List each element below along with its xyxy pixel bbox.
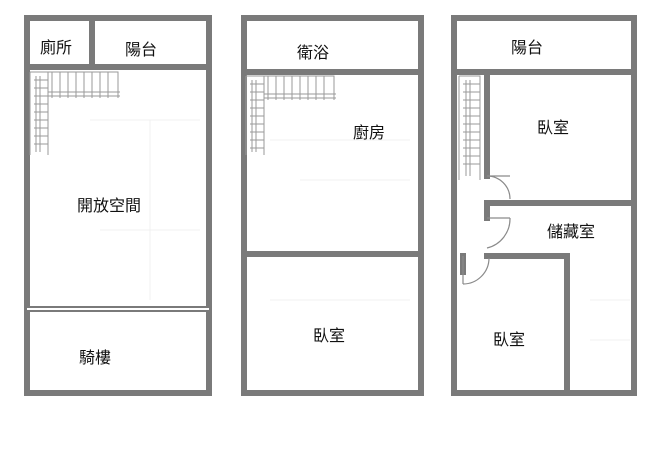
floor-2-stairs — [245, 75, 336, 155]
floor-3-stairs — [458, 75, 481, 180]
room-label-balcony-3: 陽台 — [511, 38, 543, 57]
room-label-bedroom-3a: 臥室 — [537, 118, 569, 137]
room-label-open-space: 開放空間 — [77, 196, 141, 215]
floor-1-stairs — [29, 71, 120, 155]
background-ghost-lines — [90, 119, 630, 341]
room-label-toilet: 廁所 — [40, 38, 72, 57]
room-label-bedroom-3b: 臥室 — [493, 330, 525, 349]
room-label-storage: 儲藏室 — [547, 222, 595, 241]
floor-2-plan: 衛浴 廚房 臥室 — [241, 15, 424, 396]
floor-1-outer-wall — [24, 15, 212, 396]
floor-2-outer-wall — [241, 15, 424, 396]
room-label-bathroom: 衛浴 — [297, 43, 329, 62]
room-label-arcade: 騎樓 — [79, 348, 111, 367]
room-label-balcony-1: 陽台 — [125, 40, 157, 59]
floor-3-doors — [462, 175, 511, 285]
room-label-bedroom-2: 臥室 — [313, 326, 345, 345]
floor-3-plan: 陽台 臥室 儲藏室 臥室 — [451, 15, 637, 396]
floor-1-plan: 廁所 陽台 開放空間 騎樓 — [24, 15, 212, 396]
room-label-kitchen: 廚房 — [353, 123, 385, 142]
